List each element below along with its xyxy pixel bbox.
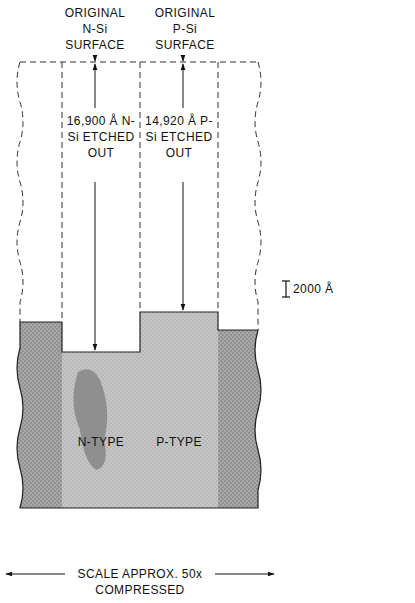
p-type-region: P-TYPE	[140, 312, 218, 508]
scale-bar	[282, 281, 290, 297]
etched-region: 16,900 Å N-Si ETCHED OUT	[62, 62, 140, 352]
region-label: P-TYPE	[142, 434, 216, 450]
region-label: N-TYPE	[64, 434, 138, 450]
original-outline	[17, 62, 261, 330]
dimension-arrows	[95, 55, 183, 350]
compression-note: SCALE APPROX. 50x COMPRESSED	[65, 566, 215, 598]
etched-region: 14,920 Å P-Si ETCHED OUT	[140, 62, 218, 312]
n-type-region: N-TYPE	[62, 352, 140, 508]
dopant-blob	[73, 369, 107, 470]
etch-depth-label: 14,920 Å P-Si ETCHED OUT	[144, 113, 214, 161]
surface-label: ORIGINAL P-Si SURFACE	[150, 5, 220, 53]
block-outline	[17, 312, 261, 508]
scale-label: 2000 Å	[293, 281, 363, 297]
etch-depth-label: 16,900 Å N-Si ETCHED OUT	[66, 113, 136, 161]
silicon-block	[0, 300, 278, 520]
surface-label: ORIGINAL N-Si SURFACE	[60, 5, 130, 53]
